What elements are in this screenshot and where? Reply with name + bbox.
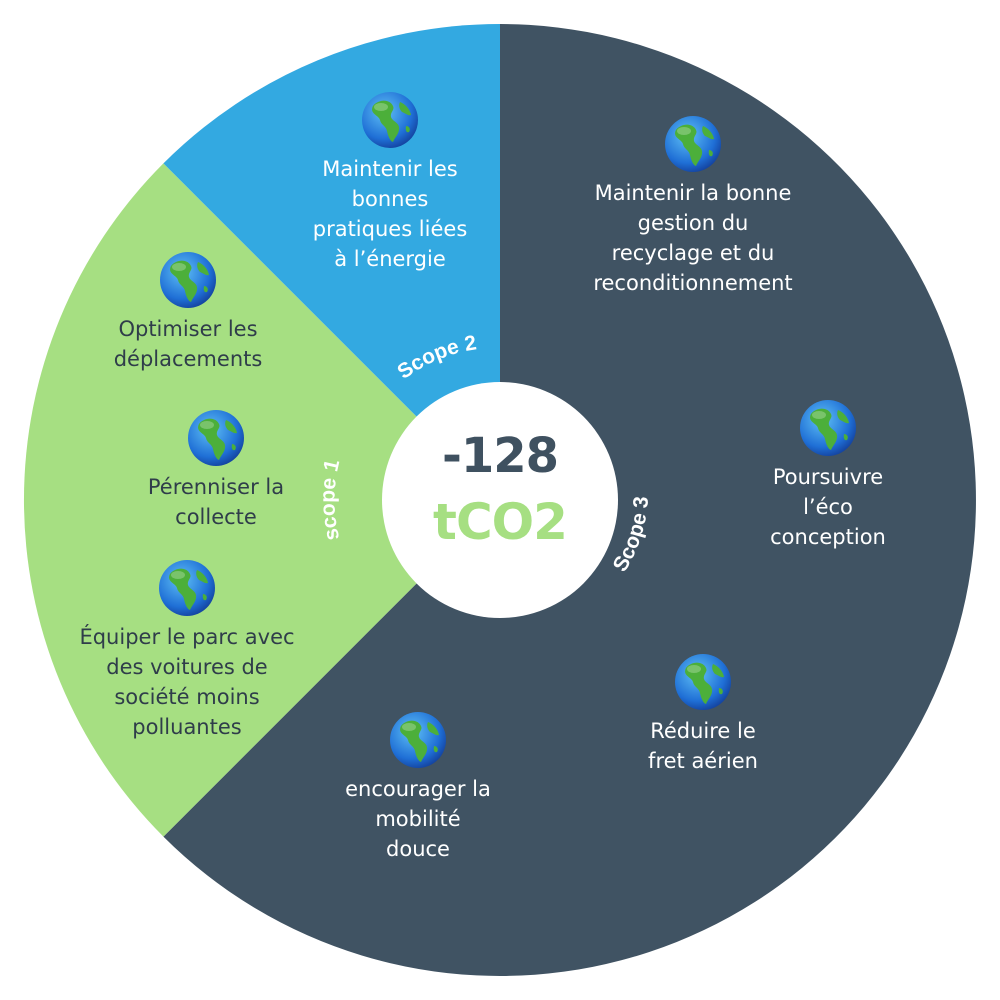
action-label: Poursuivre l’éco conception [770,465,886,549]
scope2-sector [163,23,500,500]
globe-icon [362,92,418,148]
action-energy-practices: Maintenir les bonnes pratiques liées à l… [290,90,490,274]
action-label: Pérenniser la collecte [147,475,285,529]
action-optimize-travel: Optimiser les déplacements [78,250,298,374]
action-soft-mobility: encourager la mobilité douce [308,710,528,864]
action-label: encourager la mobilité douce [345,777,491,861]
globe-icon [160,252,216,308]
scope1-sector [23,163,500,837]
action-fleet-vehicles: Équiper le parc avec des voitures de soc… [52,558,322,742]
globe-icon [800,400,856,456]
action-label: Équiper le parc avec des voitures de soc… [79,625,295,739]
center-value: -128 [441,428,559,484]
action-air-freight: Réduire le fret aérien [613,652,793,776]
center-unit: tCO2 [433,493,568,551]
center-circle [382,382,618,618]
action-recycling: Maintenir la bonne gestion du recyclage … [558,114,828,298]
action-label: Maintenir les bonnes pratiques liées à l… [312,157,468,271]
action-eco-design: Poursuivre l’éco conception [738,398,918,552]
action-sustain-collection: Pérenniser la collecte [106,408,326,532]
action-label: Réduire le fret aérien [648,719,758,773]
action-label: Maintenir la bonne gestion du recyclage … [593,181,793,295]
globe-icon [188,410,244,466]
globe-icon [390,712,446,768]
action-label: Optimiser les déplacements [113,317,263,371]
globe-icon [675,654,731,710]
globe-icon [159,560,215,616]
globe-icon [665,116,721,172]
